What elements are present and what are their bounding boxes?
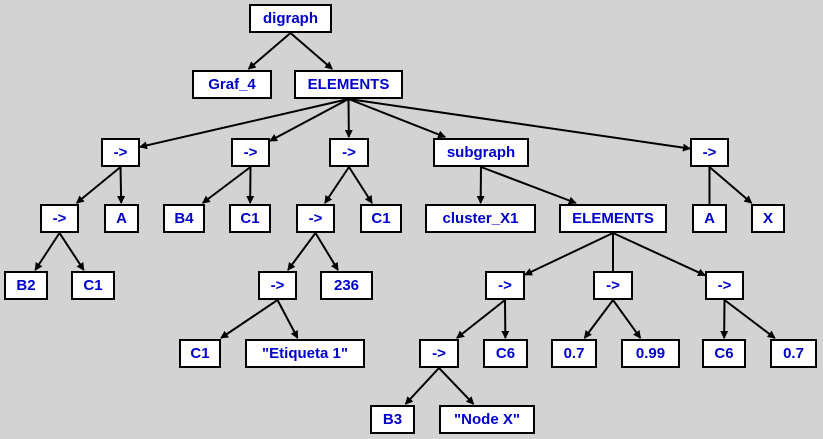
node-a: A <box>692 204 727 233</box>
tree-edge <box>524 232 614 276</box>
node-c1: C1 <box>229 204 271 233</box>
tree-edge <box>276 299 299 339</box>
node-c6: C6 <box>702 339 746 368</box>
tree-edge <box>723 299 776 339</box>
node-c6: C6 <box>483 339 528 368</box>
node-b4: B4 <box>163 204 205 233</box>
tree-edge <box>287 232 317 271</box>
node-x: X <box>751 204 785 233</box>
tree-edge <box>34 232 61 271</box>
node-arrow: -> <box>329 138 369 167</box>
tree-edge <box>612 299 642 339</box>
node-arrow: -> <box>40 204 79 233</box>
tree-edge <box>58 232 85 271</box>
node-elements: ELEMENTS <box>294 70 403 99</box>
node-0-99: 0.99 <box>621 339 680 368</box>
tree-edge <box>438 367 475 405</box>
node-node-x: "Node X" <box>439 405 535 434</box>
tree-edge <box>314 232 339 271</box>
node-digraph: digraph <box>249 4 332 33</box>
tree-edge <box>247 32 292 70</box>
tree-edge <box>139 98 349 150</box>
node-subgraph: subgraph <box>433 138 529 167</box>
tree-edge <box>456 299 506 339</box>
node-b2: B2 <box>4 271 48 300</box>
node-b3: B3 <box>370 405 415 434</box>
node-c1: C1 <box>360 204 402 233</box>
tree-edge <box>201 166 252 204</box>
node-c1: C1 <box>71 271 115 300</box>
node-arrow: -> <box>485 271 525 300</box>
tree-edge <box>117 166 126 204</box>
tree-edge <box>289 32 333 70</box>
tree-edge <box>324 166 350 204</box>
tree-edge <box>348 98 447 139</box>
tree-edge <box>348 166 373 204</box>
node-arrow: -> <box>690 138 729 167</box>
tree-edge <box>348 98 691 152</box>
node-arrow: -> <box>419 339 459 368</box>
node-arrow: -> <box>258 271 297 300</box>
node-graf-4: Graf_4 <box>192 70 272 99</box>
tree-edge <box>612 232 706 277</box>
tree-edge <box>75 166 122 204</box>
node-0-7: 0.7 <box>551 339 597 368</box>
tree-edge <box>480 166 577 205</box>
tree-edge <box>583 299 614 339</box>
node-236: 236 <box>320 271 373 300</box>
node-arrow: -> <box>101 138 140 167</box>
node-elements: ELEMENTS <box>559 204 667 233</box>
tree-edge <box>220 299 279 339</box>
node-etiqueta-1: "Etiqueta 1" <box>245 339 365 368</box>
node-a: A <box>104 204 139 233</box>
node-arrow: -> <box>231 138 270 167</box>
node-arrow: -> <box>593 271 633 300</box>
tree-edge <box>708 166 753 204</box>
node-arrow: -> <box>705 271 744 300</box>
node-cluster-x1: cluster_X1 <box>425 204 536 233</box>
node-0-7: 0.7 <box>770 339 817 368</box>
tree-edge <box>404 367 440 405</box>
node-arrow: -> <box>296 204 335 233</box>
node-c1: C1 <box>179 339 221 368</box>
tree-edge <box>269 98 349 142</box>
